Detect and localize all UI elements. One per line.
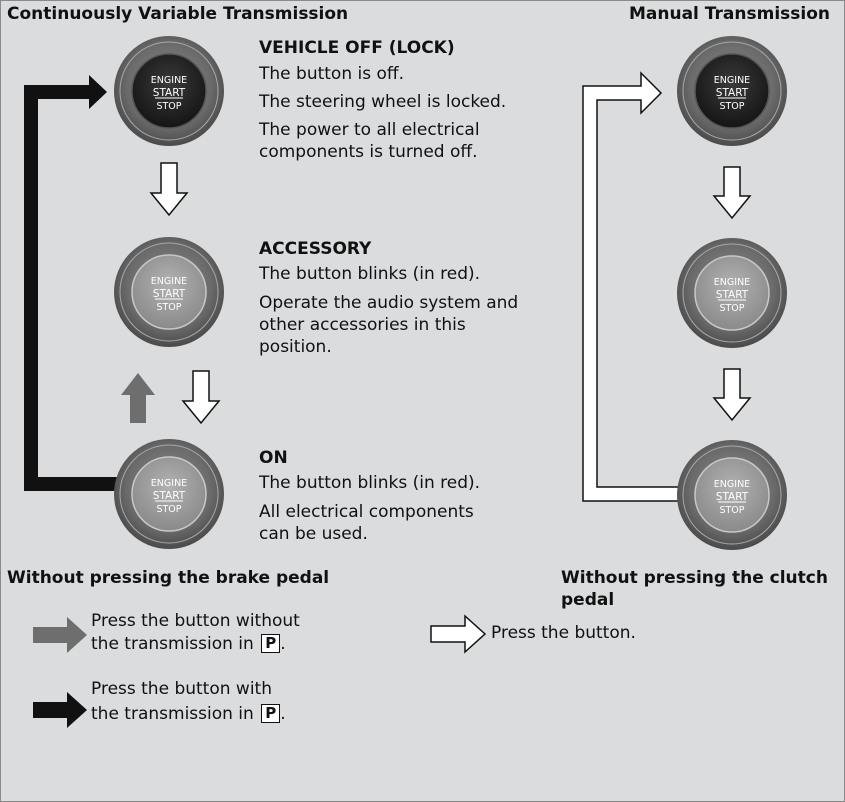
state-off-line: The steering wheel is locked.	[259, 92, 507, 112]
legend-black-arrow	[33, 692, 87, 728]
legend-black-text-line1: Press the button with	[91, 679, 272, 699]
legend-gray-arrow	[33, 617, 87, 653]
button-ring	[682, 41, 782, 141]
button-label: STOP	[719, 505, 744, 516]
cvt-header: Continuously Variable Transmission	[7, 4, 349, 24]
state-off-line: The power to all electrical	[259, 120, 480, 140]
button-label: START	[153, 87, 186, 99]
button-label: ENGINE	[151, 276, 187, 287]
park-key-icon: P	[261, 704, 281, 723]
button-face	[694, 457, 770, 533]
manual-down-arrow-1	[712, 166, 752, 220]
button-label: STOP	[156, 302, 181, 313]
legend-gray-text-line1: Press the button without	[91, 611, 300, 631]
button-face	[131, 254, 207, 330]
button-ring	[682, 243, 782, 343]
legend-black-text-line2: the transmission in P.	[91, 704, 286, 724]
state-accessory-line: Operate the audio system and	[259, 293, 519, 313]
legend-white-text: Press the button.	[491, 623, 636, 643]
button-ring	[682, 445, 782, 545]
state-on-line: The button blinks (in red).	[259, 473, 481, 493]
button-face	[694, 53, 770, 129]
button-ring	[119, 41, 219, 141]
button-face	[131, 53, 207, 129]
caption-manual-line2: pedal	[561, 590, 615, 610]
caption-manual-line1: Without pressing the clutch	[561, 568, 828, 588]
manual-transmission-header: Manual Transmission	[628, 4, 830, 24]
button-label: STOP	[156, 504, 181, 515]
button-label: START	[716, 491, 749, 503]
button-label: STOP	[719, 303, 744, 314]
button-label: START	[153, 490, 186, 502]
button-label: START	[716, 87, 749, 99]
button-label: ENGINE	[714, 277, 750, 288]
manual-return-arrow	[582, 71, 680, 502]
caption-cvt: Without pressing the brake pedal	[7, 568, 330, 588]
button-ring	[119, 242, 219, 342]
state-title-vehicle-off: VEHICLE OFF (LOCK)	[259, 38, 455, 58]
button-label: STOP	[719, 101, 744, 112]
legend-gray-text-line2: the transmission in P.	[91, 634, 286, 654]
button-label: START	[153, 288, 186, 300]
state-off-line: The button is off.	[259, 64, 404, 84]
state-off-line: components is turned off.	[259, 142, 478, 162]
park-key-icon: P	[261, 634, 281, 653]
button-label: ENGINE	[151, 75, 187, 86]
start-stop-buttons: ENGINESTARTSTOPENGINESTARTSTOPENGINESTAR…	[114, 36, 787, 550]
manual-down-arrow-2	[712, 368, 752, 422]
state-accessory-line: The button blinks (in red).	[259, 264, 481, 284]
state-on-line: All electrical components	[259, 502, 474, 522]
button-label: STOP	[156, 101, 181, 112]
cvt-return-arrow	[24, 75, 121, 491]
state-accessory-line: other accessories in this	[259, 315, 466, 335]
cvt-down-arrow-1	[149, 162, 189, 217]
button-face	[694, 255, 770, 331]
cvt-down-arrow-2	[181, 370, 221, 425]
button-ring	[119, 444, 219, 544]
button-label: START	[716, 289, 749, 301]
legend-white-arrow	[430, 614, 487, 654]
button-label: ENGINE	[151, 478, 187, 489]
button-label: ENGINE	[714, 75, 750, 86]
cvt-up-arrow-gray	[121, 373, 155, 423]
state-title-accessory: ACCESSORY	[259, 239, 372, 259]
state-accessory-line: position.	[259, 337, 332, 357]
state-on-line: can be used.	[259, 524, 368, 544]
state-title-on: ON	[259, 448, 288, 468]
button-label: ENGINE	[714, 479, 750, 490]
button-face	[131, 456, 207, 532]
